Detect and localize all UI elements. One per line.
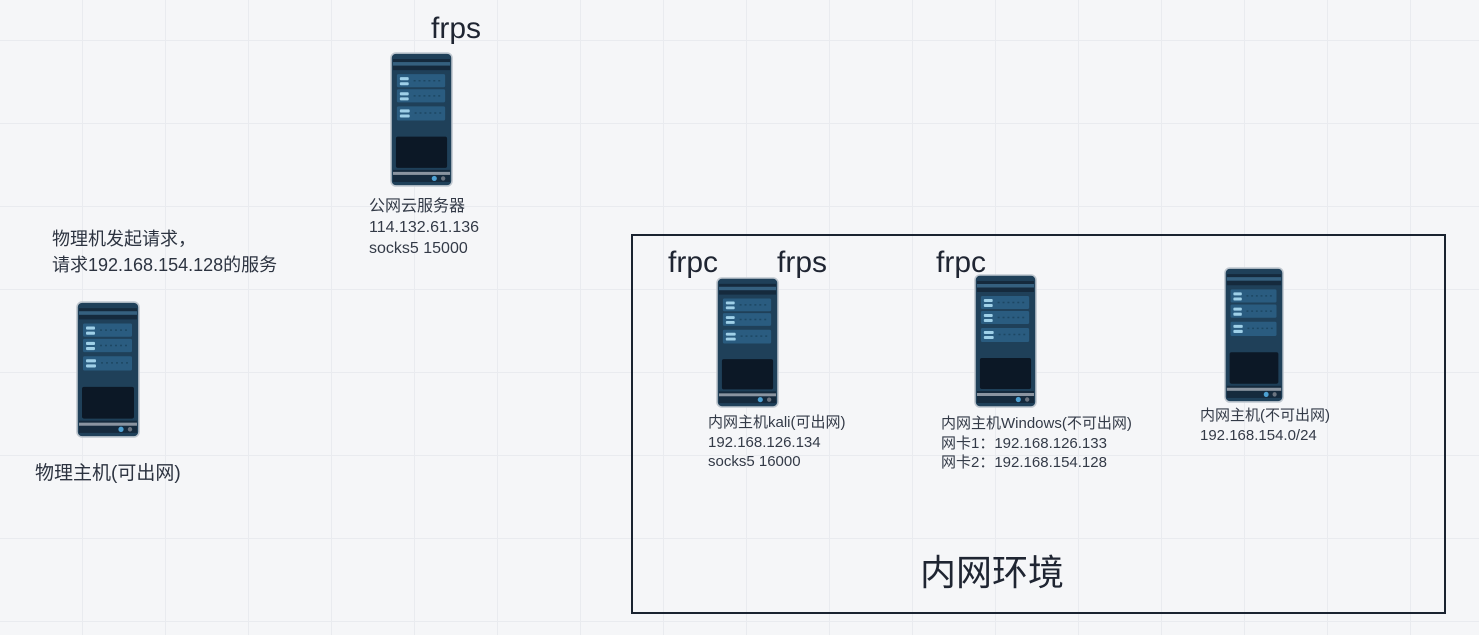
- server-icon[interactable]: [390, 52, 453, 187]
- windows-host-name: 内网主机Windows(不可出网): [941, 415, 1132, 432]
- windows-host-nic1: 网卡1：192.168.126.133: [941, 434, 1107, 452]
- windows-host-caption: 内网主机Windows(不可出网) 网卡1：192.168.126.133 网卡…: [941, 414, 1132, 473]
- physical-host-request-note[interactable]: 物理机发起请求， 请求192.168.154.128的服务: [52, 226, 277, 278]
- frps-title-kali[interactable]: frps: [777, 246, 828, 279]
- cloud-server-name: 公网云服务器: [369, 198, 466, 215]
- frpc-title-windows[interactable]: frpc: [936, 246, 987, 279]
- server-icon[interactable]: [1224, 267, 1284, 403]
- cloud-server-caption: 公网云服务器 114.132.61.136 socks5 15000: [369, 196, 479, 259]
- isolated-host-name: 内网主机(不可出网): [1200, 407, 1330, 424]
- intranet-box-label[interactable]: 内网环境: [920, 552, 1065, 593]
- kali-host-name: 内网主机kali(可出网): [708, 414, 846, 431]
- isolated-host-caption: 内网主机(不可出网) 192.168.154.0/24: [1200, 406, 1330, 445]
- physical-host-label: 物理主机(可出网): [35, 463, 181, 484]
- request-note-line1: 物理机发起请求，: [52, 229, 196, 249]
- cloud-server-ip: 114.132.61.136: [369, 219, 480, 236]
- frps-title-cloud[interactable]: frps: [431, 12, 482, 45]
- server-icon[interactable]: [716, 277, 779, 408]
- kali-host-caption: 内网主机kali(可出网) 192.168.126.134 socks5 160…: [708, 413, 846, 472]
- server-icon[interactable]: [974, 274, 1037, 408]
- server-icon[interactable]: [76, 301, 140, 438]
- kali-host-socks: socks5 16000: [708, 453, 801, 470]
- frpc-title-kali[interactable]: frpc: [668, 246, 719, 279]
- windows-host-nic2: 网卡2：192.168.154.128: [941, 454, 1107, 471]
- isolated-host-subnet: 192.168.154.0/24: [1200, 426, 1317, 444]
- cloud-server-socks: socks5 15000: [369, 240, 468, 257]
- request-note-line2: 请求192.168.154.128的服务: [52, 255, 278, 275]
- intranet-boundary-box[interactable]: [631, 234, 1446, 614]
- kali-host-ip: 192.168.126.134: [708, 433, 821, 451]
